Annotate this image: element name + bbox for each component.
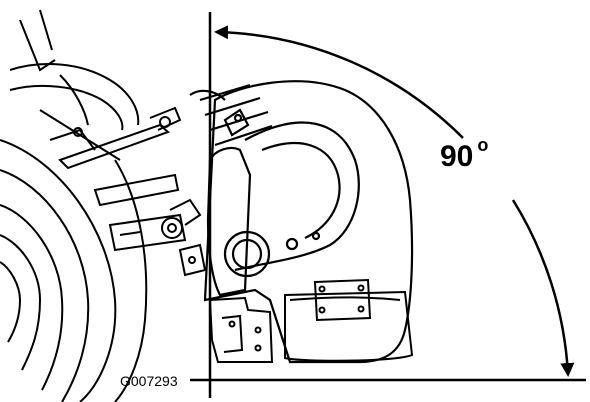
angle-value: 90 [440,140,474,173]
angle-arc-lower [511,199,575,377]
tractor-fender [9,9,140,161]
figure-reference-id: G007293 [120,373,178,389]
lift-linkage [58,106,207,277]
degree-symbol: o [477,135,489,155]
deck-skirt [284,278,414,362]
mower-deck-housing [189,80,414,364]
angle-arc-upper [214,25,464,139]
tractor-tire [0,139,148,402]
mounting-bracket [208,296,274,363]
